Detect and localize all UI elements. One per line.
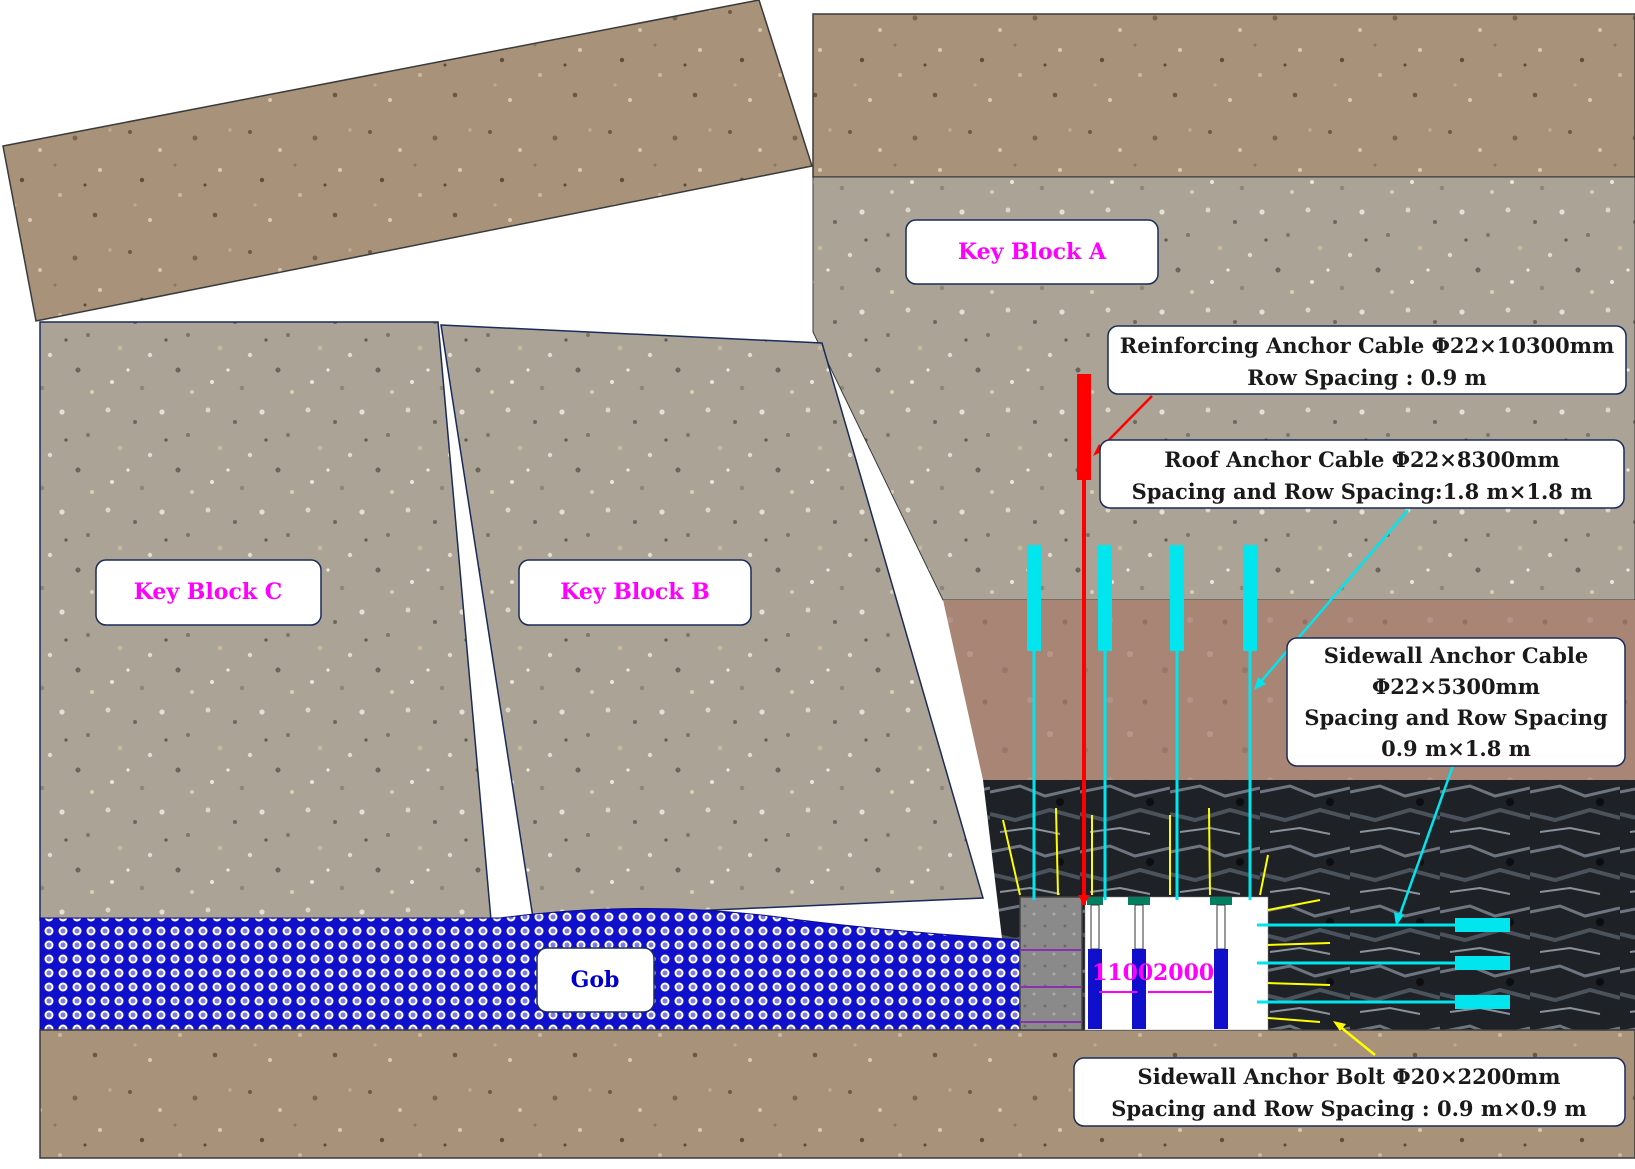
roof-cable-callout-line2: Spacing and Row Spacing:1.8 m×1.8 m (1132, 479, 1593, 504)
roof-cable-callout-line1: Roof Anchor Cable Φ22×8300mm (1164, 447, 1559, 472)
dimension-2000: 2000 (1153, 960, 1214, 986)
prop-stem (1090, 904, 1100, 950)
roadway-opening (1084, 896, 1269, 1031)
reinforcing-cable-callout-line2: Row Spacing : 0.9 m (1247, 365, 1486, 390)
key-block-c-label-box (95, 559, 322, 626)
reinforcing-cable-callout-box (1107, 325, 1627, 395)
reinforcing-anchor-cable (1077, 374, 1091, 905)
sidewall-bolt-callout-line1: Sidewall Anchor Bolt Φ20×2200mm (1138, 1064, 1561, 1089)
roadside-filling-body (1019, 896, 1083, 1031)
key-block-b-label-box (518, 559, 752, 626)
prop-stem (1216, 904, 1226, 950)
sidewall-cable-callout-box (1286, 637, 1626, 767)
sidewall-bolt-callout-box (1073, 1057, 1626, 1127)
sidewall-cable-callout-line1: Sidewall Anchor Cable (1324, 643, 1588, 668)
sidewall-anchor-cables (1257, 918, 1510, 1009)
key-block-a-label: Key Block A (958, 239, 1107, 265)
dimension-1100: 1100 (1092, 960, 1153, 986)
roof-anchor-cables (1027, 545, 1257, 900)
gob-area (39, 908, 1021, 1031)
prop-body (1132, 949, 1146, 1029)
prop-stem (1134, 904, 1144, 950)
upper-roof-stratum (812, 13, 1635, 178)
reinforcing-cable-callout-line1: Reinforcing Anchor Cable Φ22×10300mm (1120, 333, 1614, 358)
key-block-a-label-box (905, 219, 1159, 285)
key-block-c-label: Key Block C (134, 579, 283, 605)
sidewall-bolt-callout-line2: Spacing and Row Spacing : 0.9 m×0.9 m (1111, 1096, 1586, 1121)
sidewall-cable-callout-line3: Spacing and Row Spacing (1304, 705, 1608, 730)
anchor-bolts (1002, 807, 1331, 1023)
roof-cable-callout-box (1099, 439, 1625, 509)
tilted-roof-stratum (2, 0, 813, 322)
gob-label: Gob (571, 967, 620, 993)
prop-cap (1210, 897, 1232, 905)
prop-body (1088, 949, 1102, 1029)
sidewall-cable-callout-line4: 0.9 m×1.8 m (1381, 736, 1531, 761)
sidewall-cable-callout-line2: Φ22×5300mm (1372, 674, 1540, 699)
prop-cap (1128, 897, 1150, 905)
prop-body (1214, 949, 1228, 1029)
key-block-b-label: Key Block B (560, 579, 710, 605)
gob-label-box (536, 947, 655, 1013)
hydraulic-props (1087, 897, 1232, 1029)
prop-cap (1087, 897, 1103, 905)
